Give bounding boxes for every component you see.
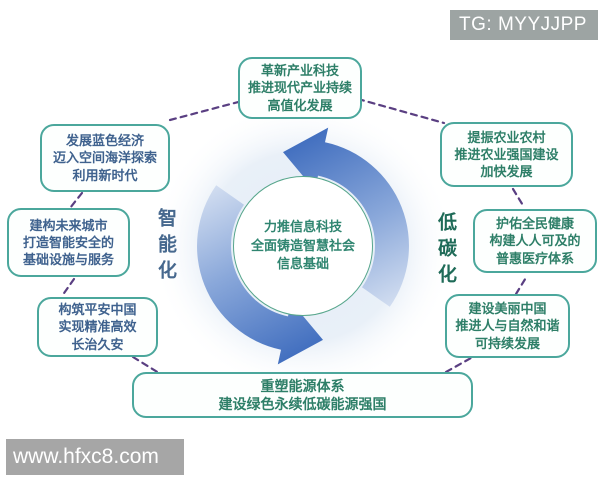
node-blue-economy: 发展蓝色经济 迈入空间海洋探索 利用新时代 xyxy=(40,124,170,192)
label-intelligentization: 智能化 xyxy=(155,208,176,286)
node-line: 高值化发展 xyxy=(267,97,333,113)
node-line: 构筑平安中国 xyxy=(58,302,137,318)
cycle-arrow-pair xyxy=(197,127,409,365)
dashed-connector xyxy=(168,99,244,122)
node-line: 长治久安 xyxy=(71,336,124,352)
cycle-arrow-right xyxy=(283,127,409,307)
node-line: 革新产业科技 xyxy=(260,63,339,79)
hub-information-tech: 力推信息科技 全面铸造智慧社会 信息基础 xyxy=(233,176,373,316)
hub-line: 全面铸造智慧社会 xyxy=(250,237,355,253)
dashed-connector xyxy=(444,356,473,374)
node-line: 利用新时代 xyxy=(72,167,138,183)
dashed-connector xyxy=(131,355,161,375)
dashed-connector xyxy=(511,187,526,209)
dashed-connector xyxy=(60,277,76,298)
hub-line: 信息基础 xyxy=(276,256,329,272)
node-industry-innovation: 革新产业科技 推进现代产业持续 高值化发展 xyxy=(238,57,362,119)
node-beautiful-china: 建设美丽中国 推进人与自然和谐 可持续发展 xyxy=(445,294,570,358)
hub-line: 力推信息科技 xyxy=(263,218,342,234)
site-watermark-badge: www.hfxc8.com xyxy=(6,439,184,475)
node-line: 可持续发展 xyxy=(474,335,540,351)
node-line: 推进现代产业持续 xyxy=(247,80,352,96)
dashed-connector xyxy=(356,97,446,125)
node-line: 推进人与自然和谐 xyxy=(455,318,560,334)
dashed-connector xyxy=(514,274,529,296)
node-line: 重塑能源体系 xyxy=(260,377,345,394)
node-future-cities: 建构未来城市 打造智能安全的 基础设施与服务 xyxy=(7,208,130,277)
node-line: 实现精准高效 xyxy=(58,319,137,335)
telegram-watermark-badge: TG: MYYJJPP xyxy=(450,10,598,40)
node-line: 推进农业强国建设 xyxy=(454,146,559,162)
node-line: 建设美丽中国 xyxy=(468,301,547,317)
node-public-health: 护佑全民健康 构建人人可及的 普惠医疗体系 xyxy=(473,209,597,273)
node-agriculture: 提振农业农村 推进农业强国建设 加快发展 xyxy=(440,122,573,187)
node-line: 护佑全民健康 xyxy=(495,216,574,232)
node-line: 建构未来城市 xyxy=(29,217,108,233)
dashed-connectors xyxy=(60,97,529,375)
node-line: 打造智能安全的 xyxy=(22,234,114,250)
node-line: 构建人人可及的 xyxy=(489,233,581,249)
node-line: 普惠医疗体系 xyxy=(495,250,574,266)
label-low-carbonization: 低碳化 xyxy=(435,212,456,290)
node-safe-china: 构筑平安中国 实现精准高效 长治久安 xyxy=(37,297,158,357)
node-line: 加快发展 xyxy=(480,164,533,180)
node-line: 基础设施与服务 xyxy=(22,252,114,268)
node-line: 建设绿色永续低碳能源强国 xyxy=(218,396,387,412)
node-line: 发展蓝色经济 xyxy=(65,133,144,149)
node-line: 提振农业农村 xyxy=(467,129,546,145)
node-energy-system: 重塑能源体系 建设绿色永续低碳能源强国 xyxy=(132,372,473,418)
node-line: 迈入空间海洋探索 xyxy=(52,150,157,166)
dashed-connector xyxy=(68,191,84,210)
